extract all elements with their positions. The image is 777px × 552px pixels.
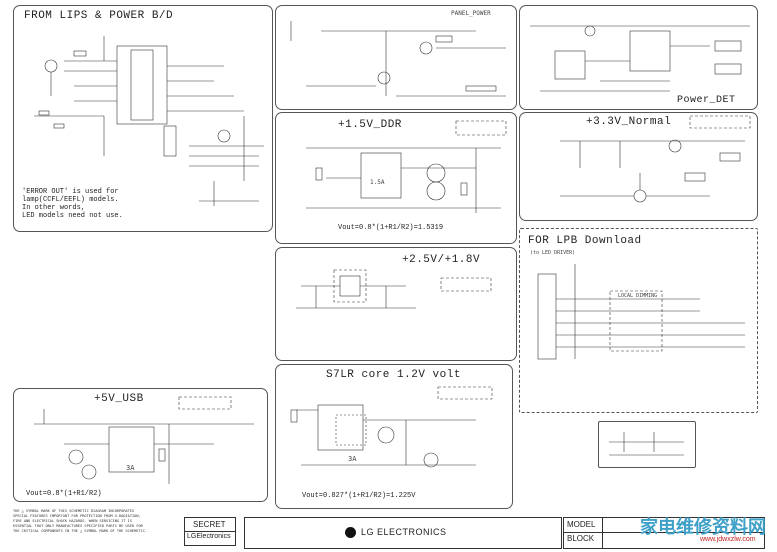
lips-power-schematic xyxy=(34,36,264,206)
legal-line: ESSENTIAL THAT ONLY MANUFACTURES SPECIFI… xyxy=(13,524,143,528)
company-name: LG ELECTRONICS xyxy=(361,527,447,537)
s7lr-title: S7LR core 1.2V volt xyxy=(326,369,461,381)
s7lr-schematic xyxy=(290,386,493,468)
legal-line: FIRE AND ELECTRICAL SHOCK HAZARDS. WHEN … xyxy=(13,519,132,523)
note-line: lamp(CCFL/EEFL) models. xyxy=(22,196,119,204)
lpb-subtitle: (to LED DRIVER) xyxy=(530,250,576,256)
panel-power-title: PANEL_POWER xyxy=(451,10,491,17)
lips-power-block: FROM LIPS & POWER B/D 'ERROR OUT' is use… xyxy=(13,5,273,232)
model-divider xyxy=(564,532,764,533)
model-block-box: MODEL BLOCK xyxy=(563,517,765,549)
v25-18-title: +2.5V/+1.8V xyxy=(402,254,481,266)
secret-label: SECRET xyxy=(193,520,226,529)
legal-line: SPECIAL FEATURES IMPORTANT FOR PROTECTIO… xyxy=(13,514,141,518)
note-line: 'ERROR OUT' is used for xyxy=(22,188,119,196)
lg-electronics-small: LGElectronics xyxy=(187,533,231,540)
lpb-schematic xyxy=(537,264,745,360)
lpb-title: FOR LPB Download xyxy=(528,235,642,247)
v5-current-label: 3A xyxy=(126,464,135,472)
v5-usb-title: +5V_USB xyxy=(94,393,144,405)
block-label: BLOCK xyxy=(567,534,595,543)
v33-normal-schematic xyxy=(560,115,751,203)
v15-formula: Vout=0.8*(1+R1/R2)=1.5319 xyxy=(338,224,444,232)
lpb-local-dimming-label: LOCAL DIMMING xyxy=(618,293,658,299)
v25-18-schematic xyxy=(296,269,492,309)
v5-usb-schematic xyxy=(34,396,254,484)
lips-error-note: 'ERROR OUT' is used for lamp(CCFL/EEFL) … xyxy=(22,188,123,220)
secret-divider xyxy=(185,531,235,532)
lpb-download-block: FOR LPB Download (to LED DRIVER) LOCAL D… xyxy=(519,228,758,413)
panel-power-block: PANEL_POWER xyxy=(275,5,517,110)
v15-current-label: 1.5A xyxy=(370,179,385,186)
v15-ddr-schematic xyxy=(306,120,507,213)
v25-18-block: +2.5V/+1.8V xyxy=(275,247,517,361)
watermark-url: www.jdwxzlw.com xyxy=(700,536,756,543)
power-det-block: Power_DET xyxy=(519,5,758,110)
model-vertical-divider xyxy=(602,518,603,548)
secret-box: SECRET LGElectronics xyxy=(184,517,236,546)
s7lr-core-block: S7LR core 1.2V volt 3A Vout=0.827*(1+R1/… xyxy=(275,364,513,509)
lips-power-title: FROM LIPS & POWER B/D xyxy=(24,10,174,22)
v5-formula: Vout=0.8*(1+R1/R2) xyxy=(26,490,102,498)
legal-line: THE △ SYMBOL MARK OF THIS SCHEMETIC DIAG… xyxy=(13,509,135,513)
v33-normal-block: +3.3V_Normal xyxy=(519,112,758,221)
lg-logo-icon xyxy=(345,527,356,538)
panel-power-schematic xyxy=(290,21,506,97)
v15-ddr-block: +1.5V_DDR 1.5A Vout=0.8*(1+R1/R2)=1.5319 xyxy=(275,112,517,244)
model-label: MODEL xyxy=(567,520,596,529)
v15-ddr-title: +1.5V_DDR xyxy=(338,119,402,131)
s7lr-current-label: 3A xyxy=(348,455,357,463)
legal-line: THE CRITICAL COMPONENTS IN THE △ SYMBOL … xyxy=(13,529,148,533)
small-inset-block xyxy=(598,421,696,468)
watermark-text: 家电维修资料网 xyxy=(640,517,766,538)
power-det-title: Power_DET xyxy=(677,95,736,106)
legal-notice: THE △ SYMBOL MARK OF THIS SCHEMETIC DIAG… xyxy=(13,509,147,534)
small-inset-schematic xyxy=(609,432,684,456)
note-line: In other words, xyxy=(22,204,86,212)
v33-normal-title: +3.3V_Normal xyxy=(586,116,672,128)
power-det-schematic xyxy=(530,25,750,92)
note-line: LED models need not use. xyxy=(22,212,123,220)
v5-usb-block: +5V_USB 3A Vout=0.8*(1+R1/R2) xyxy=(13,388,268,502)
company-box: LG ELECTRONICS xyxy=(244,517,562,549)
s7lr-formula: Vout=0.827*(1+R1/R2)=1.225V xyxy=(302,492,416,500)
